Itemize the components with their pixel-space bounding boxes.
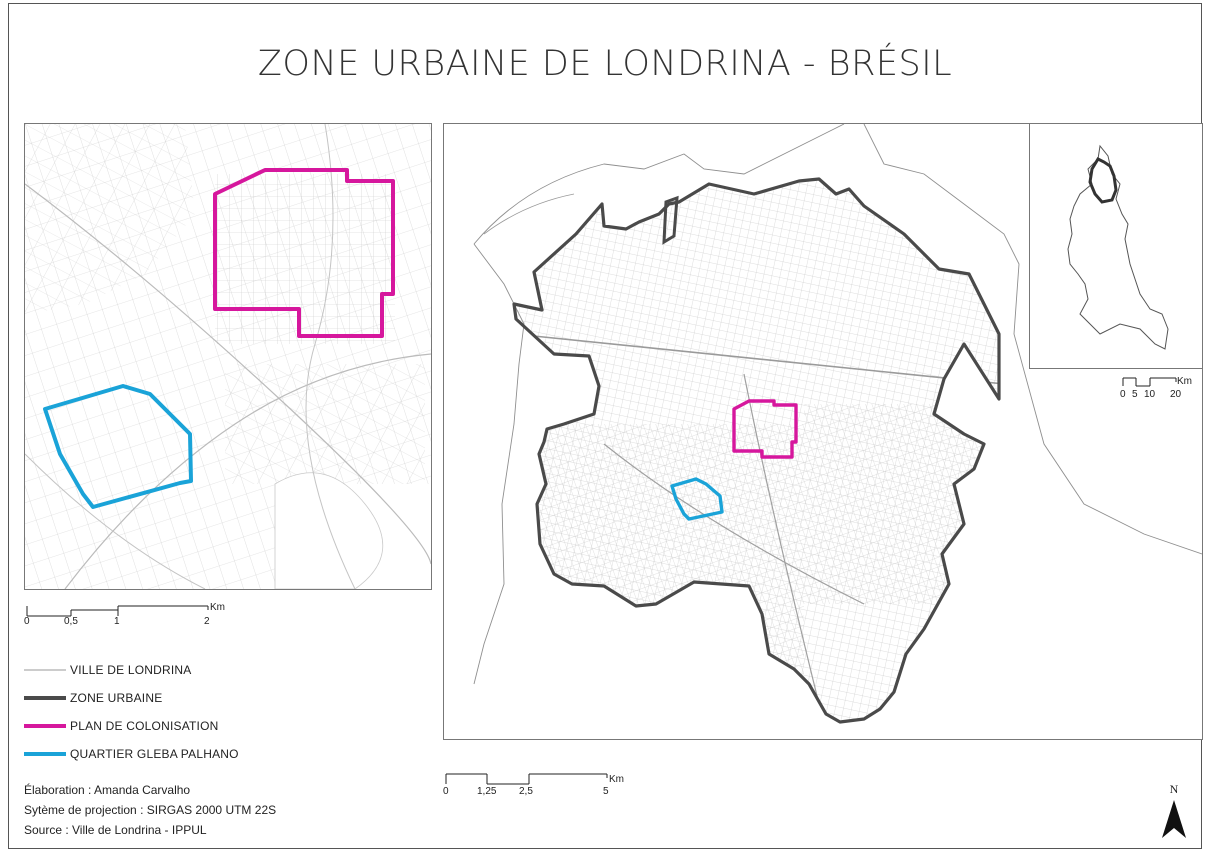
credit-source: Source : Ville de Londrina - IPPUL — [24, 823, 207, 837]
municipality-boundary — [473, 124, 1202, 555]
legend-label: VILLE DE LONDRINA — [70, 663, 192, 677]
legend-item-ville: VILLE DE LONDRINA — [24, 656, 404, 684]
colonisation-plan-outline — [732, 399, 798, 459]
legend-label: PLAN DE COLONISATION — [70, 719, 219, 733]
main-scale-bar: Km 0 1,25 2,5 5 — [443, 770, 653, 800]
legend-magenta-line-icon — [24, 719, 66, 733]
inset-map-canvas — [1067, 144, 1169, 350]
scale-tick: 2 — [204, 616, 210, 627]
legend-cyan-line-icon — [24, 747, 66, 761]
north-arrow: N — [1160, 782, 1188, 838]
main-scale-unit: Km — [609, 774, 624, 785]
scale-tick: 10 — [1144, 389, 1156, 400]
scale-tick: 1 — [114, 616, 120, 627]
scale-tick: 5 — [603, 786, 609, 797]
main-map-canvas — [473, 124, 1202, 724]
scale-tick: 1,25 — [477, 786, 497, 797]
inset-map[interactable] — [1029, 123, 1203, 369]
north-arrow-icon — [1162, 800, 1186, 838]
legend-item-plan-colonisation: PLAN DE COLONISATION — [24, 712, 404, 740]
inset-scale-bar: Km 0 5 10 20 — [1120, 376, 1200, 406]
credit-author: Élaboration : Amanda Carvalho — [24, 783, 191, 797]
scale-tick: 5 — [1132, 389, 1138, 400]
legend-item-gleba-palhano: QUARTIER GLEBA PALHANO — [24, 740, 404, 768]
map-legend: VILLE DE LONDRINA ZONE URBAINE PLAN DE C… — [24, 656, 404, 768]
credit-projection: Sytème de projection : SIRGAS 2000 UTM 2… — [24, 803, 277, 817]
scale-tick: 2,5 — [519, 786, 533, 797]
inset-scale-unit: Km — [1177, 376, 1192, 387]
detail-scale-bar: Km 0 0,5 1 2 — [24, 602, 244, 632]
main-map[interactable] — [443, 123, 1203, 740]
colonisation-plan-outline — [213, 168, 395, 338]
gleba-palhano-outline — [43, 384, 193, 509]
urban-zone-inset — [1088, 157, 1118, 204]
legend-item-zone-urbaine: ZONE URBAINE — [24, 684, 404, 712]
north-label: N — [1169, 782, 1179, 796]
map-credits: Élaboration : Amanda Carvalho Sytème de … — [24, 780, 276, 840]
scale-tick: 0,5 — [64, 616, 78, 627]
urban-zone-outline — [512, 177, 1001, 724]
detail-scale-unit: Km — [210, 602, 225, 613]
legend-label: ZONE URBAINE — [70, 691, 163, 705]
gleba-palhano-outline — [670, 477, 724, 521]
scale-tick: 0 — [24, 616, 30, 627]
municipality-inset-outline — [1067, 144, 1169, 350]
legend-thin-line-icon — [24, 663, 66, 677]
detail-map[interactable] — [24, 123, 432, 590]
scale-tick: 0 — [1120, 389, 1126, 400]
legend-thick-line-icon — [24, 691, 66, 705]
detail-map-canvas — [25, 124, 431, 589]
scale-tick: 0 — [443, 786, 449, 797]
scale-tick: 20 — [1170, 389, 1182, 400]
legend-label: QUARTIER GLEBA PALHANO — [70, 747, 239, 761]
map-title: ZONE URBAINE DE LONDRINA - BRÉSIL — [257, 44, 953, 84]
